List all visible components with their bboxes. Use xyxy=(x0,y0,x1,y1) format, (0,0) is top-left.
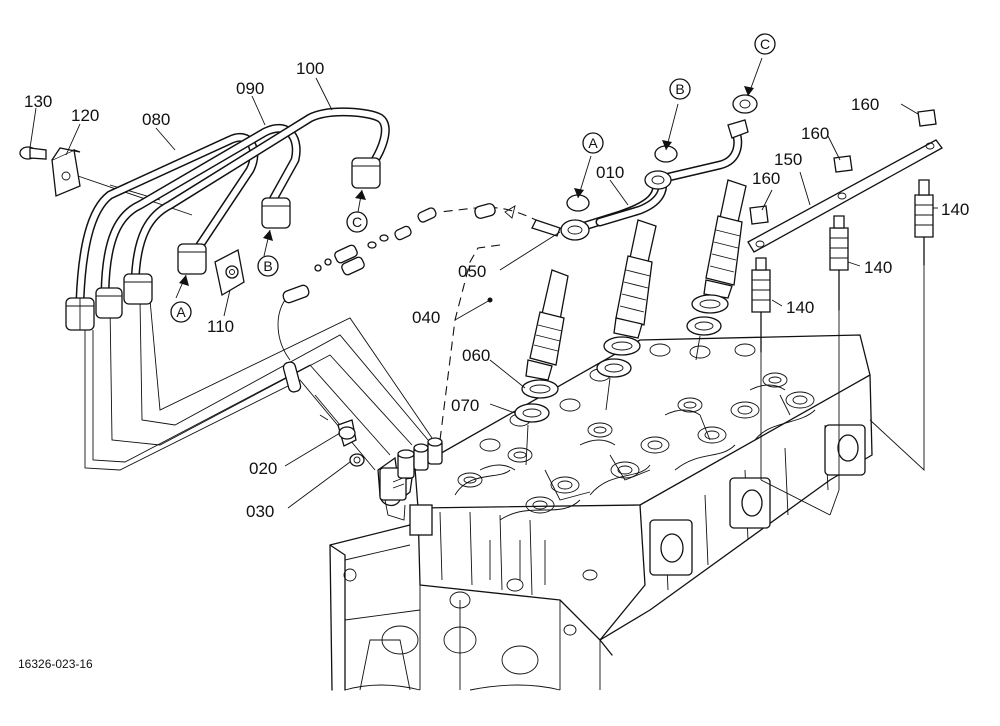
marker-b-right: B xyxy=(669,78,691,100)
leader-arrowheads xyxy=(179,86,754,303)
part-label-150: 150 xyxy=(774,150,802,169)
part-label-140-right: 140 xyxy=(941,200,969,219)
part-label-100: 100 xyxy=(296,59,324,78)
svg-text:C: C xyxy=(760,36,770,52)
part-label-160-mid: 160 xyxy=(801,124,829,143)
svg-text:A: A xyxy=(176,304,186,320)
svg-text:B: B xyxy=(263,258,272,274)
part-label-020: 020 xyxy=(249,459,277,478)
part-label-110: 110 xyxy=(207,317,234,336)
part-label-070: 070 xyxy=(451,396,479,415)
part-label-060: 060 xyxy=(462,346,490,365)
pipe-clamp-120 xyxy=(51,147,81,197)
part-label-130: 130 xyxy=(24,92,52,111)
pipe-routing-lines xyxy=(74,174,433,471)
part-label-010: 010 xyxy=(596,163,624,182)
marker-a-right: A xyxy=(582,132,604,154)
marker-b-left: B xyxy=(257,255,279,277)
marker-a-left: A xyxy=(170,301,192,323)
bolt-130 xyxy=(19,146,47,160)
svg-text:A: A xyxy=(588,135,598,151)
part-label-160-low: 160 xyxy=(752,169,780,188)
injection-pipe-010 xyxy=(560,94,758,241)
pipe-clamp-110 xyxy=(214,249,245,297)
part-label-030: 030 xyxy=(246,502,274,521)
part-label-090: 090 xyxy=(236,79,264,98)
part-label-120: 120 xyxy=(71,106,99,125)
marker-c-left: C xyxy=(346,211,368,233)
cylinder-head-outline xyxy=(329,334,873,691)
injector-nozzles xyxy=(514,179,747,466)
part-label-140-mid: 140 xyxy=(864,258,892,277)
injection-pipes-080-090-100 xyxy=(65,107,390,331)
part-label-160-top: 160 xyxy=(851,95,879,114)
glow-plugs-and-lead xyxy=(747,109,943,516)
svg-text:C: C xyxy=(352,214,362,230)
marker-c-right: C xyxy=(754,33,776,55)
part-label-080: 080 xyxy=(142,110,170,129)
part-label-140-left: 140 xyxy=(786,298,814,317)
drawing-code: 16326-023-16 xyxy=(18,657,93,671)
svg-text:B: B xyxy=(675,81,684,97)
part-label-050: 050 xyxy=(458,262,486,281)
part-label-040: 040 xyxy=(412,308,440,327)
part-labels: 130 120 080 090 100 110 010 050 040 060 … xyxy=(24,59,969,521)
leakoff-pipe-parts xyxy=(277,203,561,467)
injection-pump-outlets xyxy=(377,437,443,521)
